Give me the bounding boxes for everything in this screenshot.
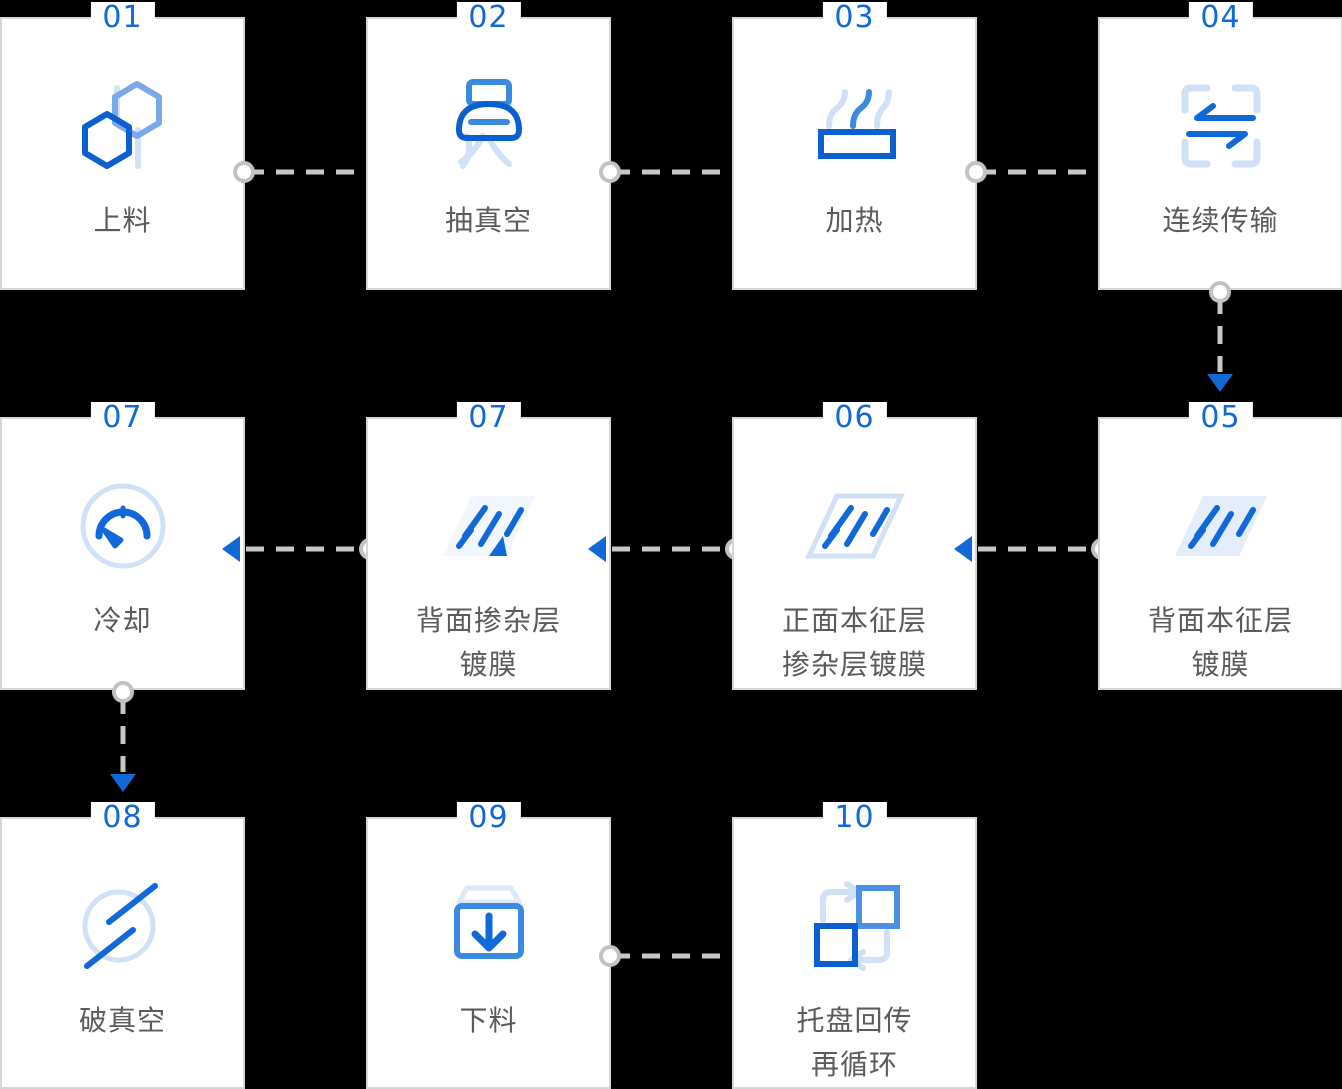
process-card-03[interactable]: 03 加热 — [732, 2, 977, 290]
dashed-line — [612, 953, 734, 959]
connector-07-to-07 — [222, 535, 386, 563]
card-label-line: 再循环 — [810, 1048, 898, 1081]
card-label: 下料 — [368, 999, 609, 1043]
card-label-line: 掺杂层镀膜 — [781, 648, 927, 681]
hexagon-molecule-icon — [68, 71, 178, 181]
connector-node-dot — [965, 161, 987, 183]
dashed-line — [612, 546, 734, 552]
connector-node-dot — [599, 945, 621, 967]
connector-03-to-04 — [960, 158, 1124, 186]
card-number-badge: 04 — [1188, 2, 1253, 34]
card-label-line: 冷却 — [93, 604, 152, 637]
gauge-cooling-icon — [68, 471, 178, 581]
vacuum-break-icon — [68, 871, 178, 981]
vacuum-hood-icon — [434, 71, 544, 181]
connector-06-to-07 — [588, 535, 752, 563]
card-label: 背面掺杂层 镀膜 — [368, 599, 609, 687]
connector-02-to-03 — [594, 158, 758, 186]
card-label-line: 下料 — [459, 1004, 518, 1037]
process-card-07-back-doped-coating[interactable]: 07 背面掺杂层 镀膜 — [366, 402, 611, 690]
card-label: 冷却 — [2, 599, 243, 643]
card-label: 托盘回传 再循环 — [734, 999, 975, 1087]
dashed-line — [120, 696, 126, 772]
connector-04-to-05 — [1206, 278, 1234, 396]
coating-outline-icon — [800, 471, 910, 581]
arrow-left-icon — [222, 536, 240, 562]
card-label-line: 背面本征层 — [1147, 604, 1293, 637]
card-label: 连续传输 — [1100, 199, 1341, 243]
card-label: 抽真空 — [368, 199, 609, 243]
card-label-line: 上料 — [93, 204, 152, 237]
connector-05-to-06 — [954, 535, 1118, 563]
card-number-badge: 06 — [822, 402, 887, 434]
coating-filled-icon — [1166, 471, 1276, 581]
card-number-badge: 01 — [90, 2, 155, 34]
card-number-badge: 09 — [456, 802, 521, 834]
process-card-01[interactable]: 01 上料 — [0, 2, 245, 290]
card-number-badge: 10 — [822, 802, 887, 834]
card-label-line: 镀膜 — [459, 648, 518, 681]
card-number-badge: 03 — [822, 2, 887, 34]
card-label: 破真空 — [2, 999, 243, 1043]
card-label: 背面本征层 镀膜 — [1100, 599, 1341, 687]
dashed-line — [978, 546, 1100, 552]
arrow-down-icon — [1207, 374, 1233, 392]
connector-node-dot — [112, 681, 134, 703]
coating-filled-arrow-icon — [434, 471, 544, 581]
card-label-line: 正面本征层 — [781, 604, 927, 637]
card-label-line: 破真空 — [78, 1004, 166, 1037]
heating-plate-icon — [800, 71, 910, 181]
dashed-line — [1217, 296, 1223, 372]
process-card-08[interactable]: 08 破真空 — [0, 802, 245, 1089]
tray-recycle-icon — [800, 871, 910, 981]
card-label-line: 连续传输 — [1162, 204, 1279, 237]
card-label-line: 加热 — [825, 204, 884, 237]
card-number-badge: 07 — [456, 402, 521, 434]
card-label-line: 镀膜 — [1191, 648, 1250, 681]
connector-node-dot — [599, 161, 621, 183]
unload-box-icon — [434, 871, 544, 981]
connector-node-dot — [233, 161, 255, 183]
process-card-09[interactable]: 09 下料 — [366, 802, 611, 1089]
arrow-left-icon — [954, 536, 972, 562]
process-card-10[interactable]: 10 托盘回传 再循环 — [732, 802, 977, 1089]
card-number-badge: 05 — [1188, 402, 1253, 434]
card-number-badge: 02 — [456, 2, 521, 34]
card-label-line: 托盘回传 — [796, 1004, 913, 1037]
dashed-line — [246, 546, 368, 552]
process-card-07-cooling[interactable]: 07 冷却 — [0, 402, 245, 690]
dashed-line — [978, 169, 1100, 175]
continuous-transfer-icon — [1166, 71, 1276, 181]
process-card-04[interactable]: 04 连续传输 — [1098, 2, 1342, 290]
card-label: 正面本征层 掺杂层镀膜 — [734, 599, 975, 687]
process-card-02[interactable]: 02 抽真空 — [366, 2, 611, 290]
process-card-05[interactable]: 05 背面本征层 镀膜 — [1098, 402, 1342, 690]
card-label: 上料 — [2, 199, 243, 243]
arrow-down-icon — [110, 774, 136, 792]
card-label: 加热 — [734, 199, 975, 243]
process-card-06[interactable]: 06 正面本征层 掺杂层镀膜 — [732, 402, 977, 690]
connector-node-dot — [1209, 281, 1231, 303]
card-number-badge: 07 — [90, 402, 155, 434]
arrow-left-icon — [588, 536, 606, 562]
card-label-line: 抽真空 — [444, 204, 532, 237]
connector-09-to-10 — [594, 942, 758, 970]
card-label-line: 背面掺杂层 — [415, 604, 561, 637]
card-number-badge: 08 — [90, 802, 155, 834]
dashed-line — [612, 169, 734, 175]
connector-07-to-08 — [109, 678, 137, 796]
dashed-line — [246, 169, 368, 175]
connector-01-to-02 — [228, 158, 392, 186]
